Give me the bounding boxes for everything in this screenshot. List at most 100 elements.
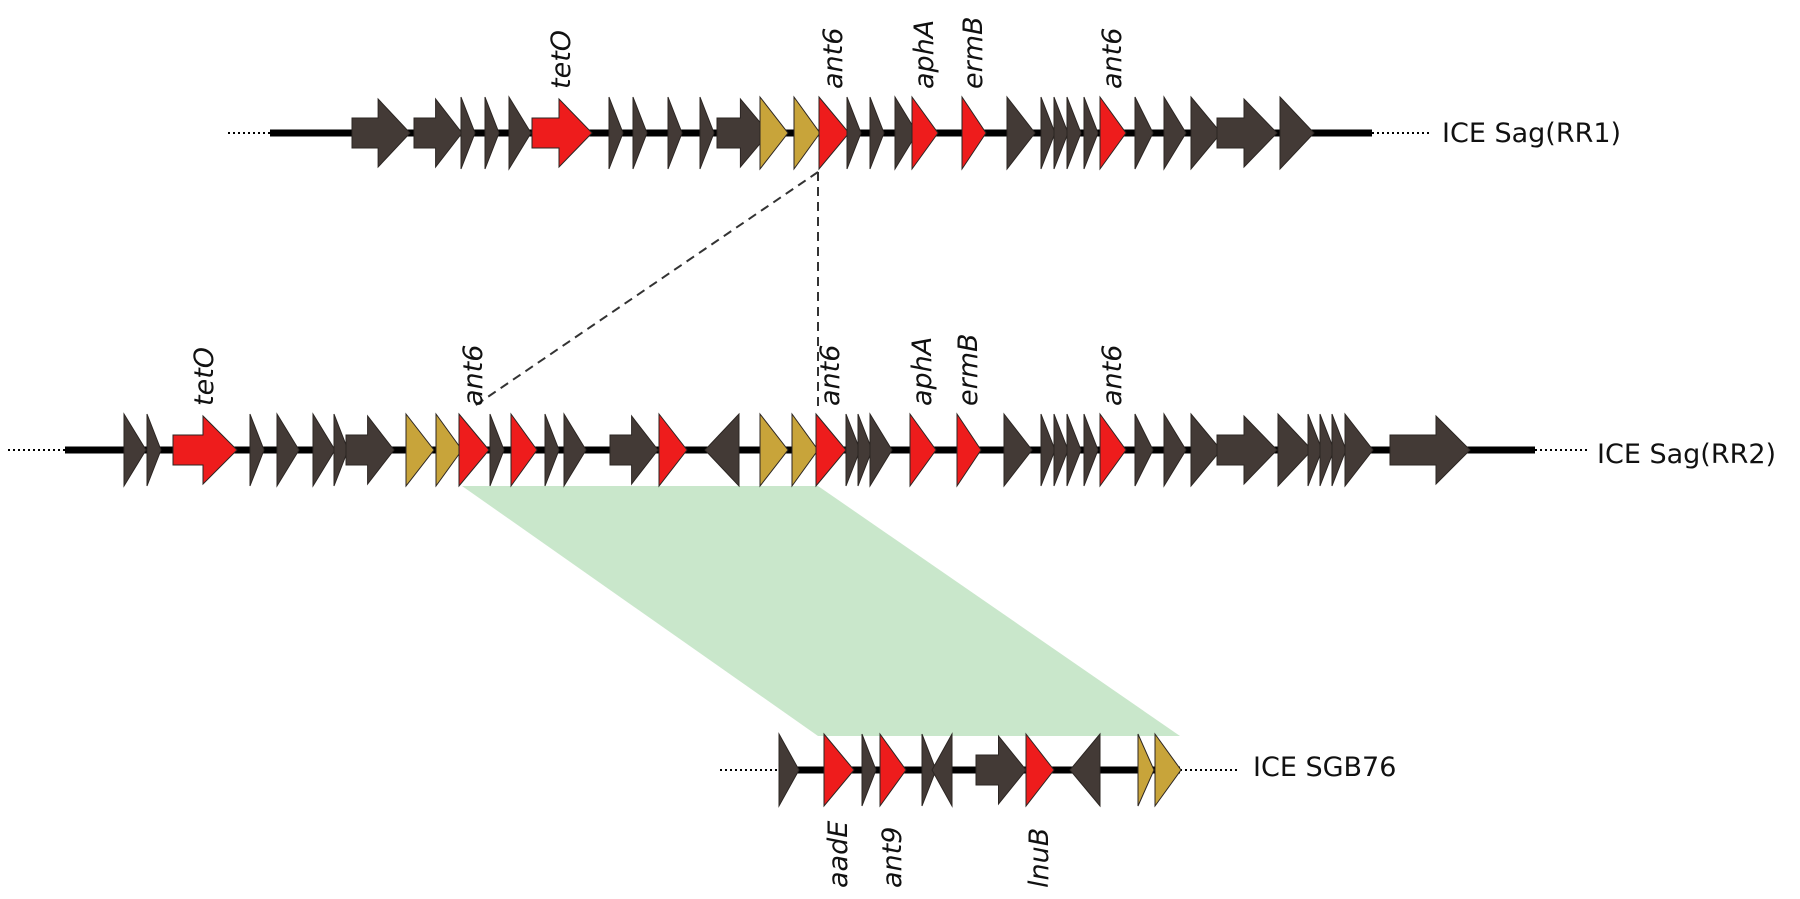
gene-resistance <box>510 412 538 488</box>
gene-other <box>123 412 147 488</box>
link-layer <box>472 171 819 410</box>
gene-other <box>1163 412 1187 488</box>
gene-resistance <box>879 732 907 808</box>
gene-other <box>1003 412 1033 488</box>
gene-resistance <box>961 95 987 171</box>
gene-other <box>869 412 893 488</box>
gene-other <box>276 412 300 488</box>
gene-resistance <box>458 412 490 488</box>
gene-other <box>351 97 411 169</box>
link-dashed <box>472 171 819 408</box>
homology-band <box>462 486 1180 736</box>
gene-other <box>563 412 587 488</box>
gene-other <box>975 734 1027 806</box>
gene-other <box>1190 412 1222 488</box>
gene-label: ant6 <box>818 28 849 89</box>
gene-other <box>921 733 937 807</box>
gene-other <box>1006 95 1036 171</box>
gene-resistance <box>1025 732 1055 808</box>
gene-other <box>1163 95 1187 171</box>
gene-other <box>413 97 463 169</box>
gene-other <box>667 96 683 170</box>
gene-other <box>632 96 648 170</box>
gene-other <box>1134 413 1154 487</box>
gene-other <box>1040 96 1056 170</box>
gene-label: tetO <box>189 347 220 406</box>
gene-other <box>1216 414 1278 486</box>
gene-other <box>1053 96 1069 170</box>
gene-resistance <box>815 412 847 488</box>
gene-resistance <box>658 412 688 488</box>
gene-other <box>846 96 862 170</box>
gene-resistance <box>531 97 593 169</box>
gene-label: aphA <box>909 20 940 89</box>
gene-label: ant9 <box>877 827 908 888</box>
gene-other <box>1389 414 1471 486</box>
gene-label: ermB <box>953 333 984 406</box>
gene-other <box>1083 413 1099 487</box>
homology-region-layer <box>462 486 1180 736</box>
gene-other <box>1331 413 1347 487</box>
gene-other <box>1344 412 1374 488</box>
gene-other <box>544 413 560 487</box>
gene-other <box>489 413 505 487</box>
gene-resistance <box>1099 95 1127 171</box>
gene-other <box>333 413 349 487</box>
gene-other <box>1066 413 1082 487</box>
gene-other <box>845 413 861 487</box>
gene-mobile <box>435 412 463 488</box>
gene-other <box>508 95 532 171</box>
gene-mobile <box>1137 733 1155 807</box>
gene-other <box>1053 413 1069 487</box>
gene-other <box>1134 96 1154 170</box>
gene-mobile <box>793 95 821 171</box>
gene-label: tetO <box>546 30 577 89</box>
gene-label: ant6 <box>1097 28 1128 89</box>
track-name: ICE Sag(RR2) <box>1597 439 1776 470</box>
track-name: ICE Sag(RR1) <box>1442 118 1621 149</box>
gene-label: aadE <box>823 821 854 888</box>
gene-other <box>1216 97 1278 169</box>
gene-other <box>861 733 877 807</box>
gene-resistance <box>911 95 939 171</box>
gene-resistance <box>818 95 850 171</box>
gene-resistance <box>909 412 937 488</box>
gene-other <box>312 412 336 488</box>
gene-mobile <box>759 95 789 171</box>
gene-group: tetO ant6 ant6 aphA ermB ant6 <box>123 333 1471 488</box>
gene-mobile <box>405 412 435 488</box>
gene-other <box>1066 96 1082 170</box>
gene-other <box>1307 413 1323 487</box>
gene-other <box>249 413 265 487</box>
gene-label: ant6 <box>815 345 846 406</box>
gene-mobile <box>791 412 819 488</box>
gene-other <box>608 96 624 170</box>
gene-label: aphA <box>907 337 938 406</box>
gene-other <box>460 96 476 170</box>
gene-other <box>931 732 953 808</box>
gene-other <box>345 414 395 486</box>
gene-other <box>699 96 715 170</box>
gene-mobile <box>1154 732 1182 808</box>
gene-resistance <box>1099 412 1127 488</box>
gene-other <box>1083 96 1099 170</box>
gene-other <box>894 95 918 171</box>
gene-other <box>704 412 740 488</box>
gene-label: ant6 <box>1097 345 1128 406</box>
gene-other <box>484 96 500 170</box>
gene-other <box>1069 732 1101 808</box>
gene-other <box>716 97 770 169</box>
track-name: ICE SGB76 <box>1253 752 1396 783</box>
gene-resistance <box>172 414 238 486</box>
gene-other <box>146 413 162 487</box>
gene-other <box>857 413 873 487</box>
gene-other <box>1190 95 1222 171</box>
gene-other <box>609 414 659 486</box>
gene-mobile <box>759 412 789 488</box>
gene-label: ant6 <box>458 345 489 406</box>
